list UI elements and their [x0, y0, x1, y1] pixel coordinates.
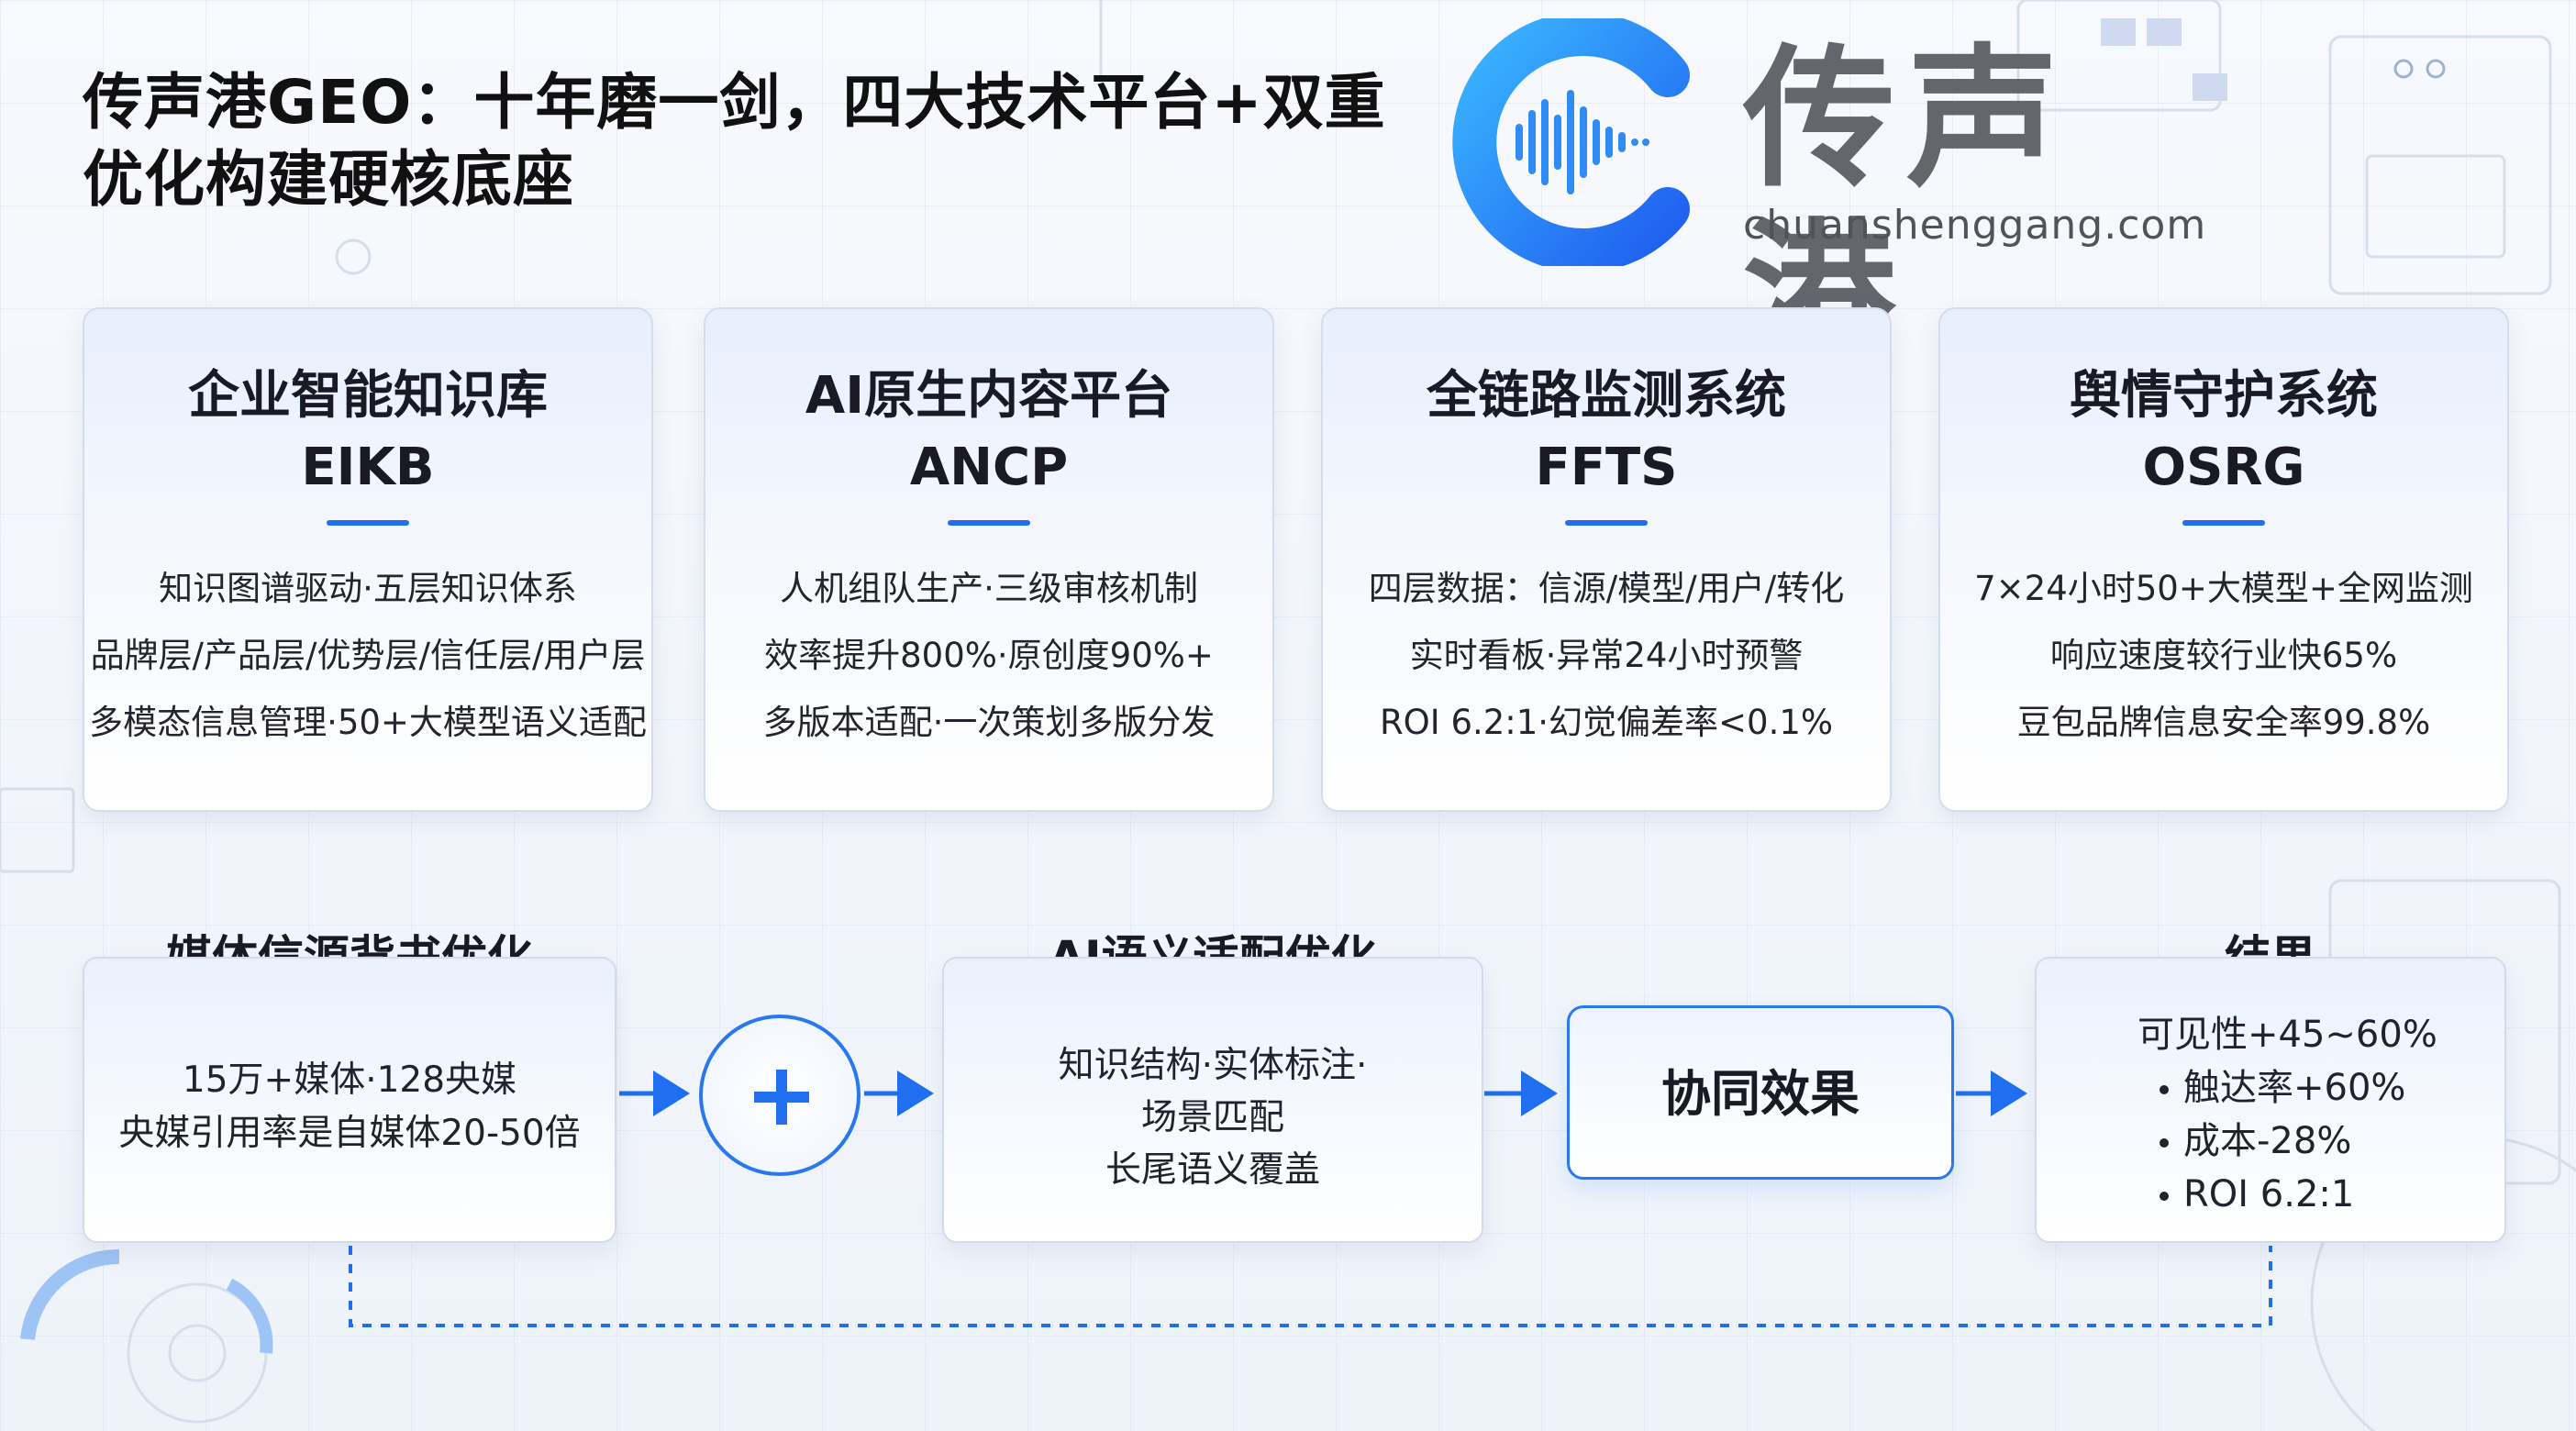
- card-line: 7×24小时50+大模型+全网监测: [1974, 569, 2473, 608]
- platform-card-osrg: 舆情守护系统 OSRG 7×24小时50+大模型+全网监测 响应速度较行业快65…: [1938, 307, 2509, 812]
- bullet-icon: [2160, 1138, 2169, 1148]
- card-line: 多版本适配·一次策划多版分发: [762, 703, 1216, 742]
- sound-wave-logo-icon: [1452, 18, 1690, 266]
- card-line: 豆包品牌信息安全率99.8%: [2016, 703, 2431, 742]
- card-line: 多模态信息管理·50+大模型语义适配: [89, 703, 647, 742]
- card-title: 全链路监测系统: [1427, 366, 1786, 426]
- card-line: 人机组队生产·三级审核机制: [780, 569, 1198, 608]
- semantic-line: 知识结构·实体标注·: [1058, 1045, 1368, 1086]
- plus-icon-v: [776, 1070, 787, 1125]
- card-line: 实时看板·异常24小时预警: [1409, 636, 1804, 675]
- result-line: ROI 6.2:1: [2183, 1173, 2355, 1215]
- bullet-icon: [2160, 1192, 2169, 1201]
- semantic-line: 长尾语义覆盖: [1105, 1149, 1320, 1191]
- page-title: 传声港GEO：十年磨一剑，四大技术平台+双重优化构建硬核底座: [83, 67, 1386, 215]
- platform-card-eikb: 企业智能知识库 EIKB 知识图谱驱动·五层知识体系 品牌层/产品层/优势层/信…: [83, 307, 653, 812]
- media-line: 央媒引用率是自媒体20-50倍: [118, 1113, 581, 1154]
- card-code: OSRG: [2142, 438, 2305, 497]
- card-divider: [948, 520, 1030, 526]
- feedback-loop-line: [349, 1246, 2272, 1327]
- synergy-label: 协同效果: [1661, 1065, 1860, 1123]
- card-divider: [1565, 520, 1648, 526]
- result-line: 成本-28%: [2183, 1120, 2352, 1162]
- bullet-icon: [2160, 1085, 2169, 1094]
- card-title: 企业智能知识库: [188, 366, 548, 426]
- card-line: 响应速度较行业快65%: [2049, 636, 2398, 675]
- synergy-box: 协同效果: [1567, 1005, 1954, 1180]
- card-line: 品牌层/产品层/优势层/信任层/用户层: [90, 636, 646, 675]
- card-divider: [327, 520, 409, 526]
- card-title: AI原生内容平台: [805, 366, 1173, 426]
- result-box: 可见性+45~60% 触达率+60% 成本-28% ROI 6.2:1: [2035, 957, 2506, 1243]
- media-line: 15万+媒体·128央媒: [182, 1059, 517, 1101]
- card-code: EIKB: [301, 438, 435, 497]
- platform-card-ffts: 全链路监测系统 FFTS 四层数据：信源/模型/用户/转化 实时看板·异常24小…: [1321, 307, 1892, 812]
- semantic-line: 场景匹配: [1140, 1097, 1284, 1138]
- card-title: 舆情守护系统: [2070, 366, 2378, 426]
- platform-card-ancp: AI原生内容平台 ANCP 人机组队生产·三级审核机制 效率提升800%·原创度…: [704, 307, 1274, 812]
- result-line: 触达率+60%: [2183, 1067, 2406, 1109]
- plus-icon: [699, 1015, 861, 1176]
- semantic-optimization-box: 知识结构·实体标注· 场景匹配 长尾语义覆盖: [942, 957, 1483, 1243]
- card-line: 知识图谱驱动·五层知识体系: [159, 569, 577, 608]
- card-line: 四层数据：信源/模型/用户/转化: [1368, 569, 1845, 608]
- card-divider: [2182, 520, 2265, 526]
- media-optimization-box: 15万+媒体·128央媒 央媒引用率是自媒体20-50倍: [83, 957, 616, 1243]
- card-line: 效率提升800%·原创度90%+: [764, 636, 1214, 675]
- brand-logo: 传声港 chuanshenggang.com: [1440, 18, 2205, 382]
- card-code: FFTS: [1535, 438, 1678, 497]
- card-line: ROI 6.2:1·幻觉偏差率<0.1%: [1379, 703, 1834, 742]
- result-line: 可见性+45~60%: [2137, 1014, 2437, 1056]
- card-code: ANCP: [909, 438, 1069, 497]
- logo-url: chuanshenggang.com: [1743, 202, 2207, 249]
